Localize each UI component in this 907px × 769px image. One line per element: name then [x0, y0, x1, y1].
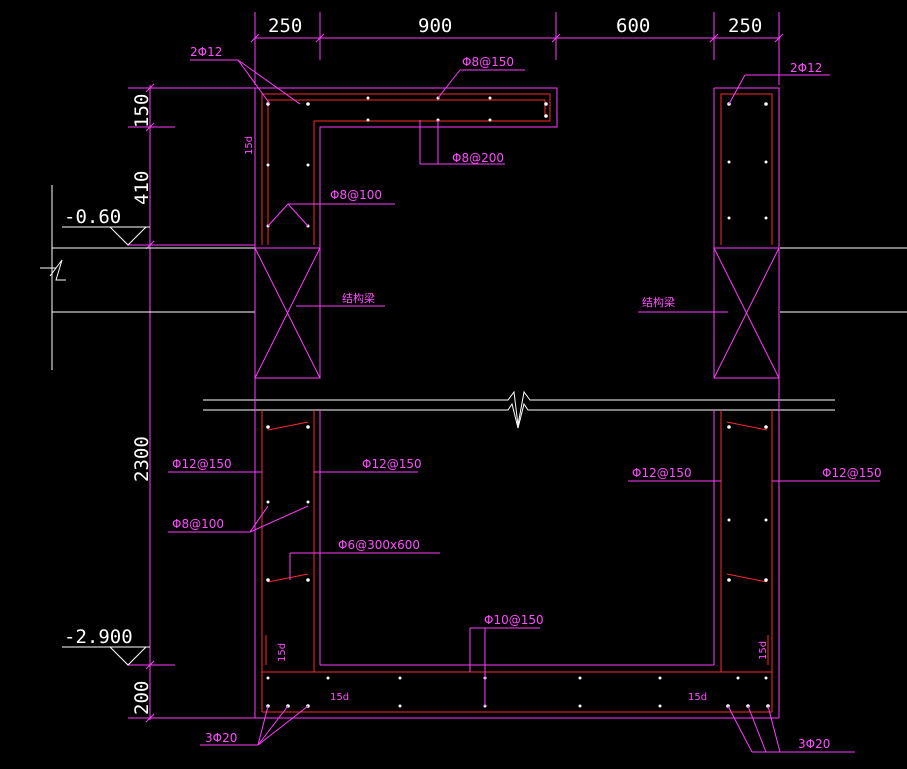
dim-left-1: 150 — [131, 94, 153, 128]
concrete-outline — [254, 87, 780, 719]
ground-break-left — [40, 185, 907, 370]
label-anchor-15d-bl-h: 15d — [330, 692, 349, 703]
rebar-cage — [261, 93, 773, 713]
label-bottom-slab: Φ10@150 — [484, 613, 544, 627]
dim-left-2: 410 — [131, 171, 153, 205]
level-marker-upper — [62, 226, 150, 246]
level-upper: -0.60 — [64, 206, 121, 228]
label-anchor-15d-top: 15d — [244, 136, 255, 155]
label-anchor-15d-br-h: 15d — [688, 692, 707, 703]
label-bottom-right-bars: 3Φ20 — [798, 737, 830, 751]
structural-beam-left — [254, 247, 321, 379]
dim-left-3: 2300 — [131, 436, 153, 482]
label-left-wall-inner: Φ12@150 — [362, 457, 422, 471]
label-top-left-bars: 2Φ12 — [190, 45, 222, 59]
label-top-slab-lower: Φ8@200 — [452, 151, 504, 165]
label-tie-bars: Φ6@300x600 — [338, 538, 420, 552]
label-right-wall-inner: Φ12@150 — [632, 466, 692, 480]
label-anchor-15d-bl-v: 15d — [277, 643, 288, 662]
label-left-wall-outer: Φ12@150 — [172, 457, 232, 471]
label-bottom-left-bars: 3Φ20 — [205, 731, 237, 745]
label-top-right-bars: 2Φ12 — [790, 61, 822, 75]
label-right-wall-outer: Φ12@150 — [822, 466, 882, 480]
label-beam-left: 结构梁 — [342, 291, 375, 305]
dim-top-2: 900 — [418, 15, 452, 37]
structural-beam-right — [713, 247, 780, 379]
label-upper-stirrup: Φ8@100 — [330, 188, 382, 202]
level-lower: -2.900 — [64, 626, 133, 648]
left-dimension-lines — [128, 83, 262, 723]
dim-top-4: 250 — [728, 15, 762, 37]
mid-break-line — [203, 390, 835, 429]
leader-lines — [168, 59, 880, 753]
label-top-slab-upper: Φ8@150 — [462, 55, 514, 69]
label-anchor-15d-br-v: 15d — [758, 641, 769, 660]
dim-top-3: 600 — [616, 15, 650, 37]
label-lower-stirrup: Φ8@100 — [172, 517, 224, 531]
top-dimension-lines — [250, 12, 784, 85]
level-marker-lower — [62, 646, 150, 666]
label-beam-right: 结构梁 — [642, 295, 675, 309]
dim-left-4: 200 — [131, 681, 153, 715]
dim-top-1: 250 — [268, 15, 302, 37]
